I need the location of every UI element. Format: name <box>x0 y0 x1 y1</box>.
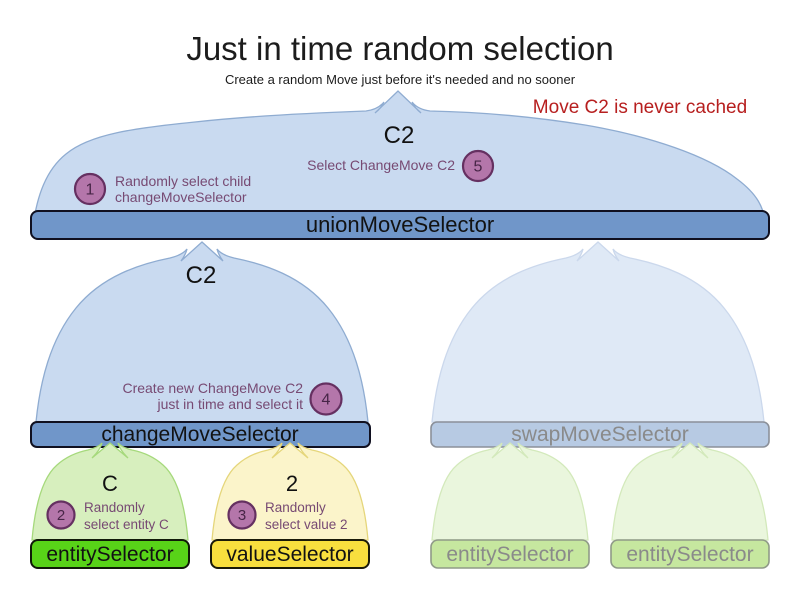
step-1-number: 1 <box>86 182 95 199</box>
step-1-badge <box>73 172 107 206</box>
swap-selector-bar <box>430 421 770 448</box>
entity-faded-right-bar <box>610 539 770 569</box>
page-title: Just in time random selection <box>186 30 613 67</box>
entity-faded-right-funnel-shape <box>611 442 769 541</box>
union-move-selector-group: C2 Select ChangeMove C2 5 1 Randomly sel… <box>30 90 770 240</box>
entity-selector-bar <box>30 539 190 569</box>
swap-selector-label: swapMoveSelector <box>511 423 688 446</box>
change-selector-label: changeMoveSelector <box>101 423 298 446</box>
union-selector-label: unionMoveSelector <box>306 212 494 237</box>
value-selector-label: valueSelector <box>226 543 353 566</box>
entity-produced-label: C <box>102 471 118 496</box>
step-3-number: 3 <box>238 507 246 524</box>
step-2-badge <box>46 500 76 530</box>
step-1-text-line1: Randomly select child <box>115 173 251 189</box>
entity-selector-faded-left-group: entitySelector <box>430 442 590 569</box>
step-5-text: Select ChangeMove C2 <box>307 157 455 173</box>
change-selector-bar <box>30 421 371 448</box>
change-produced-move-label: C2 <box>186 262 217 289</box>
entity-selector-group: C 2 Randomly select entity C entitySelec… <box>30 442 190 569</box>
union-produced-move-label: C2 <box>384 122 415 149</box>
step-2-text-line1: Randomly <box>84 500 145 515</box>
value-selector-bar <box>210 539 370 569</box>
union-funnel-shape <box>32 90 767 227</box>
entity-selector-faded-right-group: entitySelector <box>610 442 770 569</box>
entity-selector-label: entitySelector <box>46 543 173 566</box>
value-selector-group: 2 3 Randomly select value 2 valueSelecto… <box>210 442 370 569</box>
step-4-badge <box>309 382 343 416</box>
change-move-selector-group: C2 Create new ChangeMove C2 just in time… <box>30 241 371 448</box>
swap-funnel-shape <box>431 241 765 423</box>
step-5-badge <box>461 149 495 183</box>
step-4-number: 4 <box>322 392 331 409</box>
entity-faded-left-bar <box>430 539 590 569</box>
union-selector-bar <box>30 210 770 240</box>
entity-faded-left-funnel-shape <box>431 442 589 541</box>
step-3-text-line1: Randomly <box>265 500 326 515</box>
entity-faded-right-label: entitySelector <box>626 543 753 566</box>
step-5-number: 5 <box>474 159 483 176</box>
step-4-text-line2: just in time and select it <box>156 396 303 412</box>
cache-note: Move C2 is never cached <box>533 97 747 118</box>
page-subtitle: Create a random Move just before it's ne… <box>225 72 576 87</box>
step-1-text-line2: changeMoveSelector <box>115 189 247 205</box>
swap-move-selector-group: swapMoveSelector <box>430 241 770 448</box>
step-3-text-line2: select value 2 <box>265 517 348 532</box>
entity-faded-left-label: entitySelector <box>446 543 573 566</box>
step-2-text-line2: select entity C <box>84 517 169 532</box>
value-produced-label: 2 <box>286 471 298 496</box>
step-3-badge <box>227 500 257 530</box>
change-funnel-shape <box>35 241 369 423</box>
step-4-text-line1: Create new ChangeMove C2 <box>122 380 303 396</box>
step-2-number: 2 <box>57 507 65 524</box>
